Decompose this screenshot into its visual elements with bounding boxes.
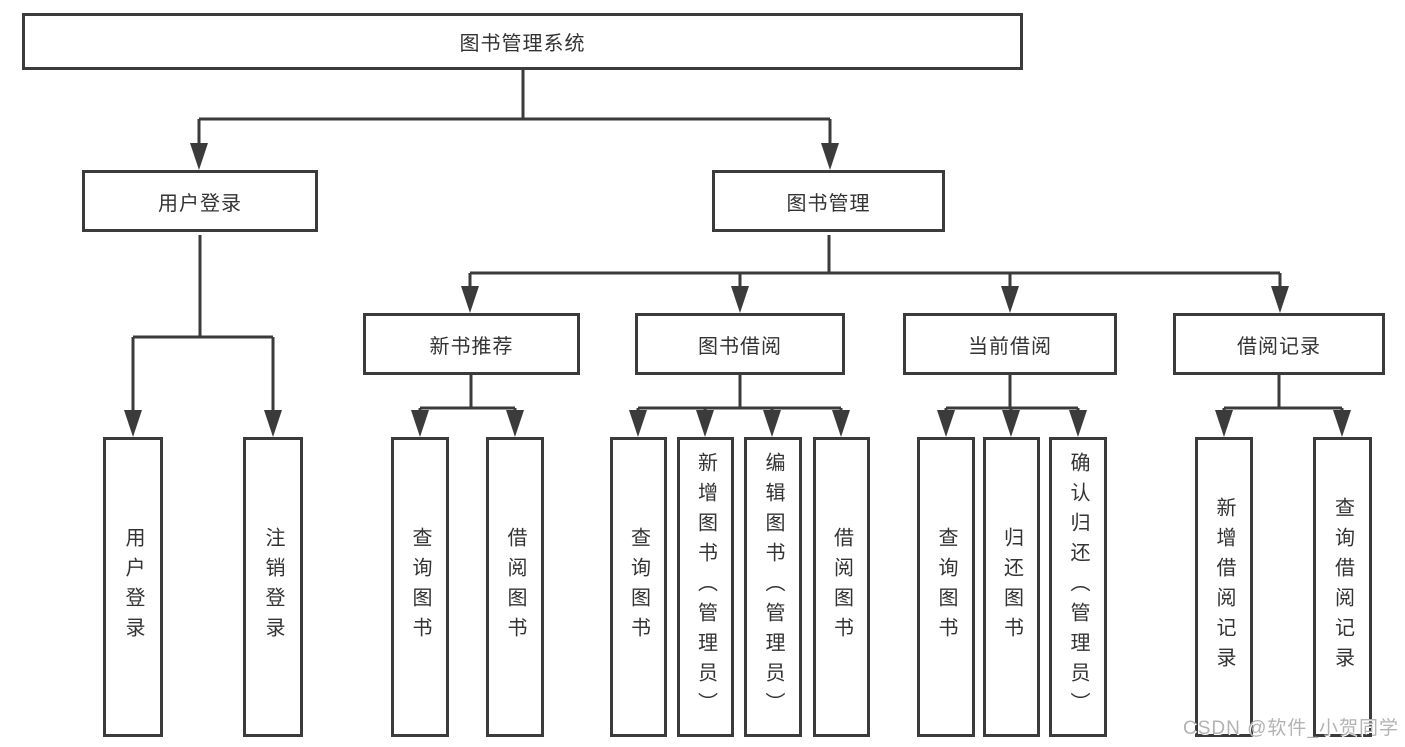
connector-records-to-leaves xyxy=(1222,375,1344,412)
connector-bookmgmt-to-level3 xyxy=(468,235,1282,288)
node-borrowing-records: 借阅记录 xyxy=(1173,313,1385,375)
leaf-edit-books-admin: 编辑图书（管理员） xyxy=(744,437,802,737)
node-user-login: 用户登录 xyxy=(82,170,318,232)
leaf-borrow-books-2: 借阅图书 xyxy=(813,437,870,737)
leaf-borrow-books: 借阅图书 xyxy=(486,437,544,737)
connector-newbook-to-leaves xyxy=(418,375,517,412)
node-root-system: 图书管理系统 xyxy=(22,13,1023,70)
connector-borrow-to-leaves xyxy=(636,375,843,412)
node-book-borrowing: 图书借阅 xyxy=(635,313,845,375)
connector-login-to-leaves xyxy=(131,235,275,412)
leaf-return-books: 归还图书 xyxy=(983,437,1040,737)
node-current-borrowing: 当前借阅 xyxy=(903,313,1117,375)
leaf-user-login: 用户登录 xyxy=(103,437,163,737)
csdn-watermark: CSDN @软件_小贺同学 xyxy=(1183,718,1399,739)
leaf-logout: 注销登录 xyxy=(243,437,303,737)
leaf-confirm-return-admin: 确认归还（管理员） xyxy=(1049,437,1107,737)
connector-current-to-leaves xyxy=(944,375,1080,412)
connector-root-to-level2 xyxy=(197,70,832,145)
leaf-add-borrow-record: 新增借阅记录 xyxy=(1195,437,1253,737)
leaf-query-borrow-record: 查询借阅记录 xyxy=(1313,437,1372,737)
leaf-query-books-3: 查询图书 xyxy=(917,437,975,737)
leaf-query-books: 查询图书 xyxy=(391,437,449,737)
leaf-query-books-2: 查询图书 xyxy=(610,437,667,737)
node-new-book-recommend: 新书推荐 xyxy=(363,313,580,375)
leaf-add-books-admin: 新增图书（管理员） xyxy=(677,437,734,737)
node-book-management: 图书管理 xyxy=(712,170,945,232)
